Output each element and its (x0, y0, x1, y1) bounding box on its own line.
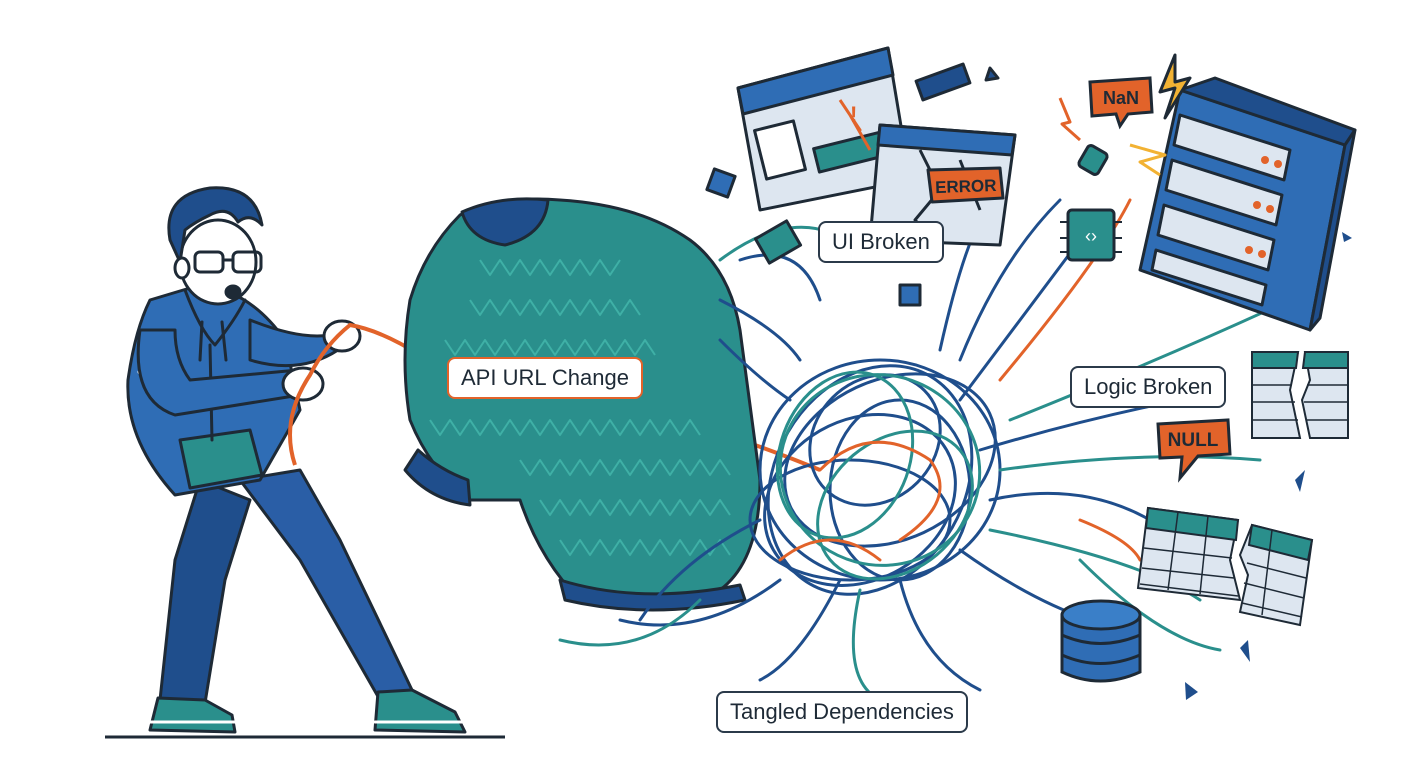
database-icon (1060, 599, 1142, 683)
right-shoe (373, 688, 467, 734)
face (178, 218, 258, 306)
debris (705, 167, 737, 199)
debris-fragments (1185, 232, 1352, 700)
null-bubble: NULL (1156, 418, 1232, 483)
error-text-group: ERROR (935, 176, 997, 197)
debris (984, 66, 1000, 82)
spark-icon (1129, 143, 1167, 177)
mouth (224, 284, 242, 300)
broken-window-back: ! (736, 46, 912, 212)
server-rack (1058, 53, 1357, 332)
debris (914, 62, 972, 102)
left-leg (158, 478, 252, 705)
sweater-collar (460, 197, 550, 247)
knit-sweater (403, 197, 762, 612)
left-arm (136, 328, 302, 417)
debris (898, 283, 922, 307)
broken-table-large (1136, 506, 1314, 627)
right-leg (238, 468, 414, 702)
knit-pattern (429, 259, 731, 556)
broken-table-small (1251, 351, 1349, 439)
error-bubble (926, 166, 1005, 204)
glasses-left-lens (193, 250, 225, 274)
hair (167, 186, 264, 264)
debris (753, 219, 803, 265)
nan-text: NaN (1103, 88, 1139, 108)
svg-text:!: ! (850, 102, 857, 127)
ui-broken-label: UI Broken (818, 221, 944, 263)
plug (1077, 144, 1109, 176)
microchip: ‹› (1060, 208, 1122, 262)
tangled-dependencies-label: Tangled Dependencies (716, 691, 968, 733)
developer-figure (126, 186, 467, 734)
glasses-right-lens (231, 250, 263, 274)
api-url-change-label: API URL Change (447, 357, 643, 399)
null-text: NULL (1168, 430, 1219, 451)
lightning-icon (1058, 97, 1081, 142)
nan-bubble: NaN (1088, 76, 1154, 130)
lightning-icon (1158, 53, 1192, 120)
code-icon: ‹› (1085, 226, 1097, 246)
logic-broken-label: Logic Broken (1070, 366, 1227, 408)
left-shoe (148, 696, 237, 734)
sweater-sleeve-cuff (403, 448, 472, 507)
error-text: ERROR (935, 176, 997, 197)
hoodie-pocket (178, 428, 264, 490)
broken-ui-windows: ! (705, 46, 1017, 307)
ear (173, 256, 191, 280)
